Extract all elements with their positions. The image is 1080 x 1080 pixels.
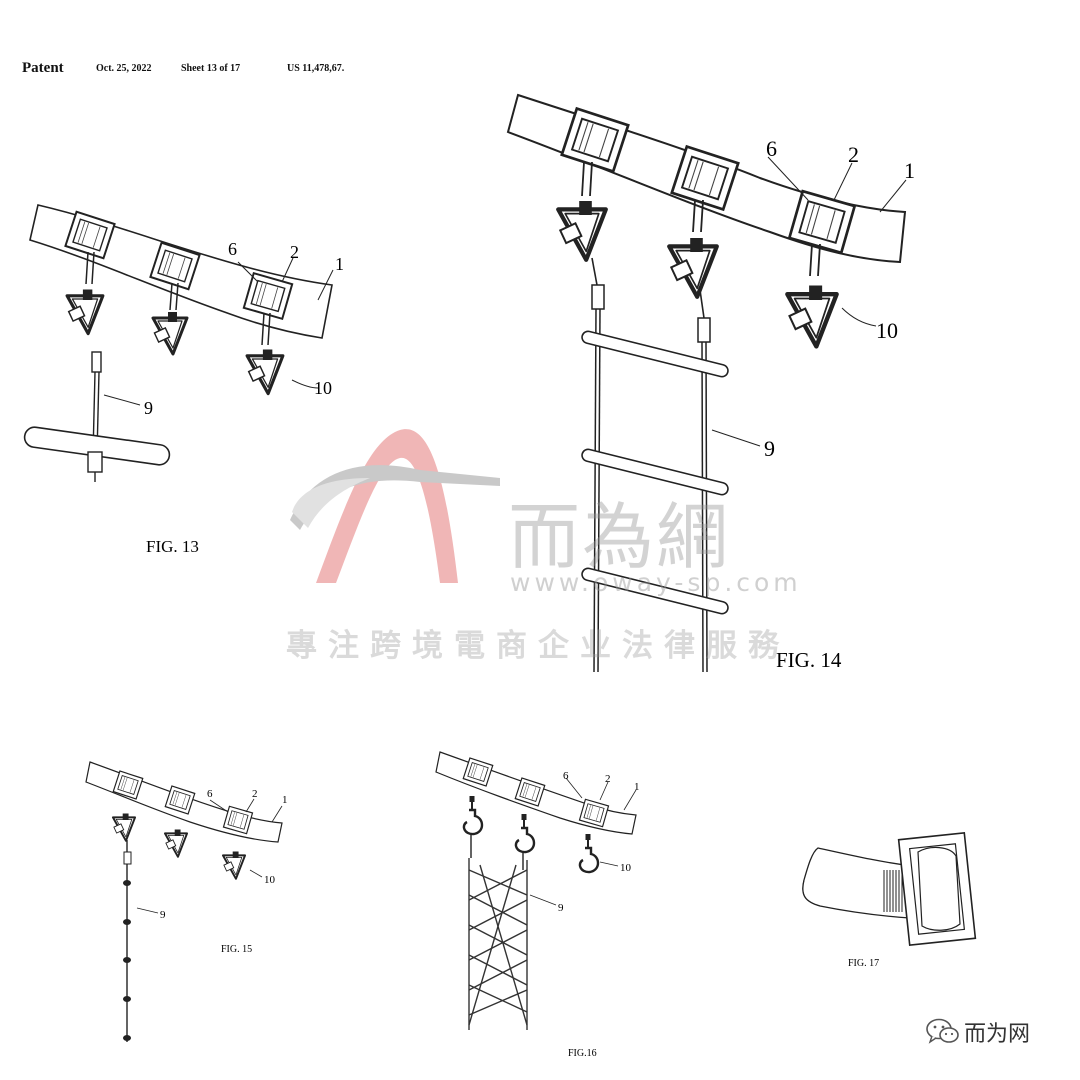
fig13-caption: FIG. 13 <box>146 537 199 556</box>
fig14-ref-1: 1 <box>904 158 915 183</box>
fig16-ref-2: 2 <box>605 773 611 785</box>
fig17-caption: FIG. 17 <box>848 958 879 969</box>
patent-number: US 11,478,67. <box>287 63 345 74</box>
patent-header: Patent Oct. 25, 2022 Sheet 13 of 17 US 1… <box>22 60 422 82</box>
fig16-caption: FIG.16 <box>568 1048 597 1059</box>
fig13-ref-10: 10 <box>314 378 332 398</box>
wechat-icon <box>926 1018 959 1044</box>
fig13-ref-1: 1 <box>335 254 344 274</box>
fig14-ref-10: 10 <box>876 318 898 343</box>
fig15-caption: FIG. 15 <box>221 944 252 955</box>
fig15-ref-6: 6 <box>207 788 213 800</box>
fig15-ref-2: 2 <box>252 788 258 800</box>
fig14-ref-6: 6 <box>766 136 777 161</box>
watermark-brand: 而為網 <box>508 495 731 579</box>
figure-16: 6 2 1 10 9 FIG.16 <box>435 751 640 1059</box>
figure-15: 6 2 1 10 9 FIG. 15 <box>85 761 288 1042</box>
fig13-ref-6: 6 <box>228 239 237 259</box>
fig13-ref-9: 9 <box>144 398 153 418</box>
figure-17: FIG. 17 <box>802 831 977 969</box>
sheet-number: Sheet 13 of 17 <box>181 63 241 74</box>
fig14-ref-9: 9 <box>764 436 775 461</box>
fig15-ref-9: 9 <box>160 909 166 921</box>
fig14-caption: FIG. 14 <box>776 648 842 672</box>
patent-label: Patent <box>22 60 64 76</box>
fig16-ref-10: 10 <box>620 862 632 874</box>
figure-14: 6 2 1 10 9 FIG. 14 <box>506 93 915 673</box>
figure-13: 6 2 1 10 9 FIG. 13 <box>23 204 344 556</box>
watermark-url: www.oway-sp.com <box>510 568 802 597</box>
fig16-ref-6: 6 <box>563 770 569 782</box>
fig16-ref-9: 9 <box>558 902 564 914</box>
watermark-logo <box>290 429 500 583</box>
account-signature: 而为网 <box>926 1012 1066 1052</box>
fig14-ref-2: 2 <box>848 142 859 167</box>
account-name: 而为网 <box>964 1022 1031 1047</box>
patent-date: Oct. 25, 2022 <box>96 63 152 74</box>
fig15-ref-10: 10 <box>264 874 276 886</box>
fig15-ref-1: 1 <box>282 794 288 806</box>
fig16-ref-1: 1 <box>634 781 640 793</box>
fig13-ref-2: 2 <box>290 242 299 262</box>
watermark-slogan: 專注跨境電商企业法律服務 <box>286 628 790 664</box>
